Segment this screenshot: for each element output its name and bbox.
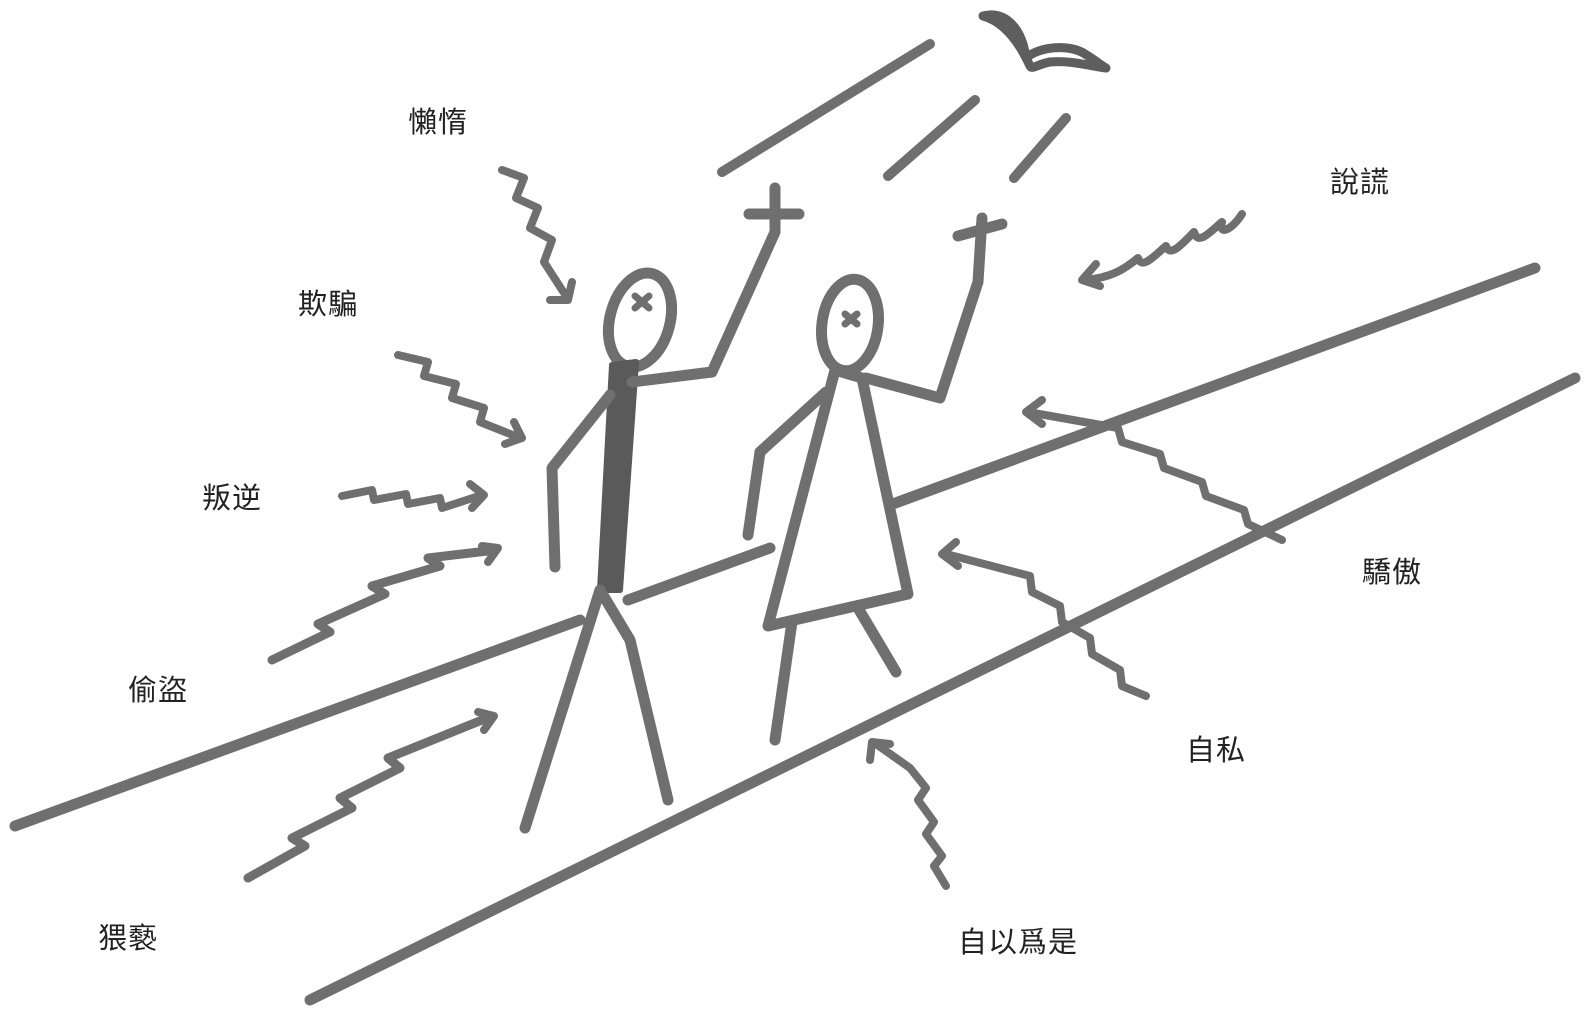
sin-arrows bbox=[243, 166, 1286, 890]
light-ray bbox=[717, 39, 935, 177]
label-rebellion: 叛逆 bbox=[202, 481, 263, 515]
arrowhead bbox=[466, 480, 488, 512]
label-self-righteousness: 自以爲是 bbox=[958, 925, 1079, 959]
cross-icon bbox=[952, 218, 1008, 242]
arrowhead bbox=[474, 708, 498, 734]
road-lower-line bbox=[304, 372, 1581, 1006]
arrowhead bbox=[1022, 396, 1046, 428]
road-upper-line bbox=[9, 262, 1541, 832]
light-rays bbox=[717, 39, 1071, 183]
arrowhead bbox=[478, 542, 502, 566]
man-left-arm bbox=[546, 389, 616, 573]
zigzag-arrow bbox=[243, 711, 497, 883]
label-pride: 驕傲 bbox=[1362, 555, 1423, 589]
label-lying: 說謊 bbox=[1330, 165, 1391, 199]
woman-left-arm bbox=[742, 386, 832, 541]
woman-head bbox=[816, 273, 884, 377]
arrowhead bbox=[546, 278, 576, 304]
zigzag-arrow bbox=[267, 545, 501, 665]
zigzag-arrow bbox=[1024, 408, 1286, 544]
label-laziness: 懶惰 bbox=[408, 105, 469, 139]
woman-legs bbox=[769, 602, 902, 746]
arrowhead bbox=[938, 538, 962, 570]
zigzag-arrow bbox=[338, 486, 486, 512]
man-figure bbox=[519, 182, 805, 834]
man-legs bbox=[519, 584, 674, 834]
arrowhead bbox=[866, 738, 894, 764]
label-lewdness: 猥褻 bbox=[98, 921, 159, 955]
woman-right-arm bbox=[860, 212, 988, 404]
zigzag-arrow bbox=[942, 550, 1150, 700]
road bbox=[9, 262, 1581, 1006]
light-ray bbox=[1009, 113, 1071, 183]
man-head bbox=[602, 267, 678, 373]
label-deceit: 欺騙 bbox=[298, 287, 359, 321]
zigzag-arrow bbox=[1080, 210, 1246, 284]
woman-face-mark bbox=[841, 310, 861, 328]
woman-figure bbox=[742, 212, 1008, 746]
woman-dress bbox=[762, 364, 914, 632]
label-theft: 偷盜 bbox=[128, 673, 189, 707]
zigzag-arrow bbox=[872, 740, 950, 890]
zigzag-arrow bbox=[498, 166, 570, 300]
man-body bbox=[597, 359, 639, 593]
label-selfishness: 自私 bbox=[1186, 733, 1247, 767]
light-ray bbox=[883, 95, 980, 181]
arrowhead bbox=[501, 418, 526, 448]
arrowhead bbox=[1078, 260, 1104, 290]
zigzag-arrow bbox=[394, 351, 524, 442]
man-face-mark bbox=[631, 292, 653, 312]
dove-icon bbox=[978, 10, 1111, 73]
